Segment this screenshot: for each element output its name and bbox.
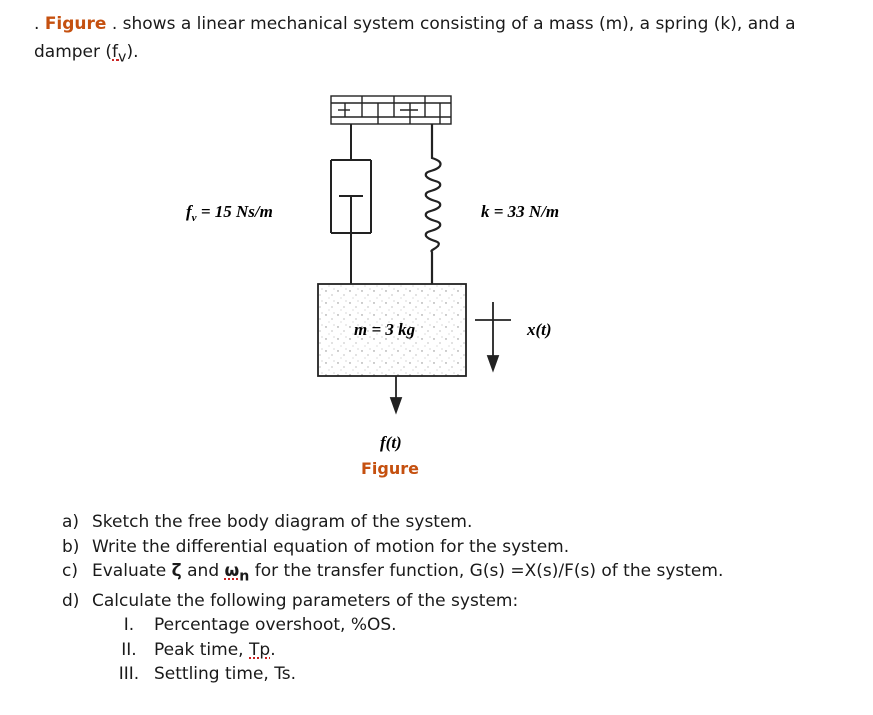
- figure-reference: Figure: [44, 14, 107, 34]
- question-b: b)Write the differential equation of mot…: [62, 536, 570, 557]
- subitem-iii: III.Settling time, Ts.: [118, 664, 297, 685]
- question-d: d)Calculate the following parameters of …: [62, 590, 519, 611]
- damper: [330, 124, 372, 284]
- force-label: f(t): [380, 433, 402, 452]
- figure-caption: Figure: [361, 459, 419, 478]
- displacement-label: x(t): [526, 320, 552, 339]
- spring: [424, 124, 442, 284]
- spring-label: k = 33 N/m: [481, 202, 559, 221]
- displacement-arrow: [475, 302, 511, 373]
- question-c: c)Evaluate ζ and ωn for the transfer fun…: [62, 561, 724, 585]
- mass-block: [317, 283, 467, 377]
- subitem-ii: II.Peak time, Tp.: [121, 639, 276, 660]
- question-a: a)Sketch the free body diagram of the sy…: [62, 512, 473, 532]
- force-arrow: [389, 376, 403, 415]
- question-list: a)Sketch the free body diagram of the sy…: [62, 510, 862, 687]
- subitem-i: I.Percentage overshoot, %OS.: [123, 615, 397, 636]
- problem-statement: . Figure . shows a linear mechanical sys…: [34, 14, 796, 66]
- mass-label: m = 3 kg: [354, 320, 416, 339]
- ground-support: [330, 95, 452, 125]
- damper-label: fv = 15 Ns/m: [186, 202, 273, 224]
